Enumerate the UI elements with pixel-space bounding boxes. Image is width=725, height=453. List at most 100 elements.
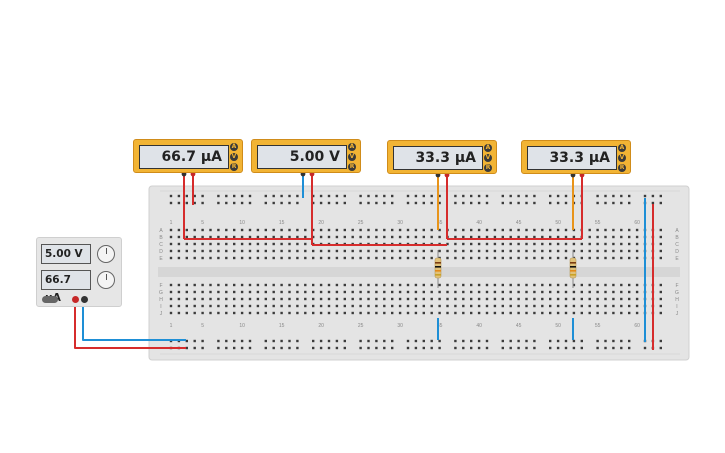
power-switch-icon[interactable] <box>42 296 58 303</box>
breadboard-hole <box>430 235 433 239</box>
breadboard-hole <box>541 304 544 308</box>
meter-2-voltmeter-button[interactable]: V <box>348 153 356 161</box>
breadboard-hole <box>477 235 481 239</box>
breadboard-hole <box>240 249 244 253</box>
breadboard-hole <box>406 256 410 260</box>
breadboard-hole <box>588 283 591 287</box>
meter-2-ammeter-button[interactable]: A <box>348 143 356 151</box>
breadboard-hole <box>217 194 220 198</box>
breadboard-hole <box>185 228 188 232</box>
breadboard-hole <box>517 201 520 205</box>
breadboard-hole <box>454 235 457 239</box>
breadboard-hole <box>383 256 386 260</box>
breadboard-hole <box>430 194 433 198</box>
breadboard-hole <box>233 228 236 232</box>
breadboard-hole <box>549 256 552 260</box>
breadboard-hole <box>233 256 236 260</box>
column-number: 1 <box>170 220 173 226</box>
multimeter-3[interactable]: 33.3 µA A V R <box>387 140 497 174</box>
meter-1-voltmeter-button[interactable]: V <box>230 153 238 161</box>
breadboard-hole <box>533 339 536 343</box>
voltage-knob[interactable] <box>97 245 115 263</box>
meter-1-ammeter-button[interactable]: A <box>230 143 238 151</box>
breadboard-hole <box>304 311 307 315</box>
breadboard-hole <box>485 311 489 315</box>
power-supply[interactable]: 5.00 V 66.7 µA <box>36 237 122 307</box>
breadboard-hole <box>549 283 552 287</box>
breadboard-hole <box>659 194 662 198</box>
breadboard-hole <box>225 242 228 246</box>
breadboard-hole <box>391 339 394 343</box>
breadboard-hole <box>628 228 631 232</box>
breadboard-hole <box>193 249 196 253</box>
breadboard-hole <box>280 256 283 260</box>
breadboard-hole <box>549 346 552 350</box>
positive-terminal[interactable] <box>81 296 88 303</box>
breadboard-hole <box>319 290 323 294</box>
breadboard-hole <box>533 242 536 246</box>
meter-4-ammeter-button[interactable]: A <box>618 144 626 152</box>
multimeter-1[interactable]: 66.7 µA A V R <box>133 139 243 173</box>
breadboard-hole <box>327 304 331 308</box>
breadboard-hole <box>604 297 607 301</box>
breadboard-hole <box>264 242 267 246</box>
breadboard-hole <box>422 235 425 239</box>
breadboard-hole <box>225 235 228 239</box>
breadboard-hole <box>525 297 528 301</box>
breadboard-hole <box>446 304 449 308</box>
breadboard-hole <box>612 242 615 246</box>
breadboard-hole <box>501 201 504 205</box>
meter-1-ohmmeter-button[interactable]: R <box>230 163 238 171</box>
multimeter-2[interactable]: 5.00 V A V R <box>251 139 361 173</box>
breadboard-hole <box>217 283 220 287</box>
meter-4-ohmmeter-button[interactable]: R <box>618 164 626 172</box>
breadboard-hole <box>485 249 489 253</box>
breadboard-hole <box>525 228 528 232</box>
breadboard-hole <box>517 297 520 301</box>
breadboard-hole <box>477 242 481 246</box>
breadboard-hole <box>628 283 631 287</box>
breadboard-hole <box>612 228 615 232</box>
breadboard-hole <box>659 228 662 232</box>
breadboard-hole <box>612 235 615 239</box>
breadboard-hole <box>454 194 457 198</box>
breadboard-hole <box>635 256 639 260</box>
breadboard-hole <box>240 304 244 308</box>
meter-3-ammeter-button[interactable]: A <box>484 144 492 152</box>
current-knob[interactable] <box>97 271 115 289</box>
breadboard-hole <box>628 194 631 198</box>
breadboard-hole <box>580 346 583 350</box>
breadboard-hole <box>596 346 599 350</box>
breadboard-hole <box>580 249 583 253</box>
breadboard-hole <box>525 311 528 315</box>
meter-3-voltmeter-button[interactable]: V <box>484 154 492 162</box>
row-letter: H <box>159 297 163 303</box>
breadboard-hole <box>256 311 260 315</box>
breadboard-hole <box>596 249 599 253</box>
meter-4-voltmeter-button[interactable]: V <box>618 154 626 162</box>
breadboard-hole <box>604 346 607 350</box>
breadboard-hole <box>462 297 465 301</box>
breadboard-hole <box>398 283 402 287</box>
row-letter: G <box>675 290 679 296</box>
breadboard-hole <box>572 242 576 246</box>
meter-3-ohmmeter-button[interactable]: R <box>484 164 492 172</box>
breadboard-hole <box>272 194 275 198</box>
breadboard-hole <box>248 339 252 343</box>
multimeter-4[interactable]: 33.3 µA A V R <box>521 140 631 174</box>
breadboard-hole <box>612 201 615 205</box>
breadboard-hole <box>209 256 212 260</box>
breadboard-hole <box>430 283 433 287</box>
breadboard-hole <box>209 249 212 253</box>
breadboard-hole <box>509 235 512 239</box>
breadboard-hole <box>501 311 504 315</box>
breadboard-hole <box>509 283 512 287</box>
negative-terminal[interactable] <box>72 296 79 303</box>
breadboard-hole <box>319 311 323 315</box>
meter-2-ohmmeter-button[interactable]: R <box>348 163 356 171</box>
breadboard-hole <box>193 311 196 315</box>
breadboard-hole <box>217 242 220 246</box>
breadboard-hole <box>604 290 607 294</box>
breadboard-hole <box>177 256 181 260</box>
breadboard-hole <box>477 290 481 294</box>
